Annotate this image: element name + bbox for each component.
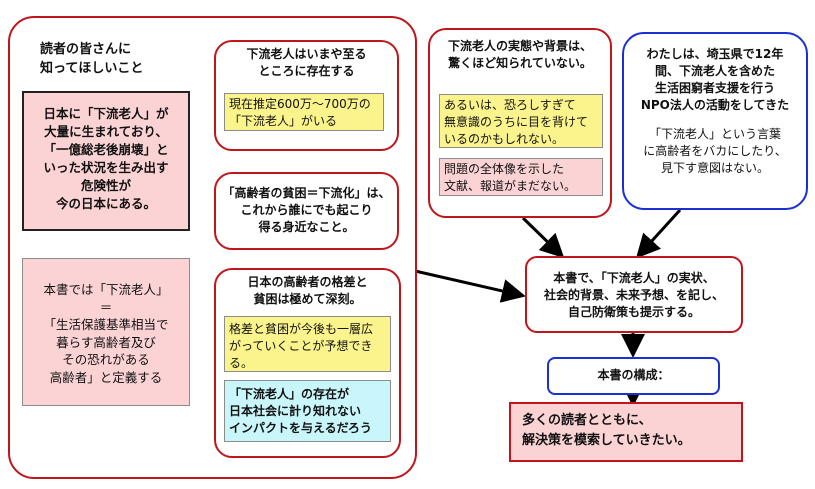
reality-title: 下流老人の実態や背景は、 驚くほど知られていない。 bbox=[447, 39, 592, 70]
arrow-left-to-book bbox=[401, 266, 526, 303]
presence-title: 下流老人はいまや至る ところに存在する bbox=[246, 47, 367, 78]
closing-box bbox=[509, 402, 743, 462]
book-box bbox=[525, 256, 743, 333]
arrow-author-to-book bbox=[635, 208, 682, 259]
author-text: わたしは、埼玉県で12年 間、下流老人を含めた 生活困窮者支援を行う NPO法人… bbox=[640, 47, 790, 112]
structure-box bbox=[547, 357, 720, 395]
book-text: 本書で、「下流老人」の実状、 社会的背景、未来予想、を記し、 自己防衛策も提示す… bbox=[543, 271, 724, 319]
structure-text: 本書の構成： bbox=[597, 368, 670, 382]
presence-note: 現在推定600万〜700万の 「下流老人」がいる bbox=[224, 93, 384, 131]
impact-note: 「下流老人」の存在が 日本社会に計り知れない インパクトを与えるだろう bbox=[224, 380, 391, 442]
disparity-title: 日本の高齢者の格差と 貧困は極めて深刻。 bbox=[247, 275, 368, 306]
disparity-note: 格差と貧困が今後も一層広 がっていくことが予想でき る。 bbox=[224, 316, 391, 372]
arrow-reality-to-book bbox=[521, 216, 565, 259]
reality-note-yellow: あるいは、恐ろしすぎて 無意識のうちに目を背けて いるのかもしれない。 bbox=[439, 94, 603, 148]
poverty-text: 「高齢者の貧困＝下流化」は、 これから誰にでも起こり 得る身近なこと。 bbox=[222, 186, 391, 234]
definition-box: 本書では「下流老人」 ＝ 「生活保護基準相当で 暮らす高齢者及び その恐れがある… bbox=[22, 258, 190, 406]
alert-box: 日本に「下流老人」が 大量に生まれており、 「一億総老後崩壊」と いった状況を生… bbox=[22, 91, 190, 231]
author-box bbox=[622, 32, 808, 210]
reality-note-pink: 問題の全体像を示した 文献、報道がまだない。 bbox=[439, 158, 603, 196]
author-note: 「下流老人」という言葉 に高齢者をバカにしたり、 見下す意図はない。 bbox=[643, 127, 787, 175]
poverty-box bbox=[214, 172, 399, 250]
left-panel-heading: 読者の皆さんに 知ってほしいこと bbox=[40, 42, 144, 76]
closing-text: 多くの読者とともに、 解決策を模索していきたい。 bbox=[522, 413, 691, 448]
